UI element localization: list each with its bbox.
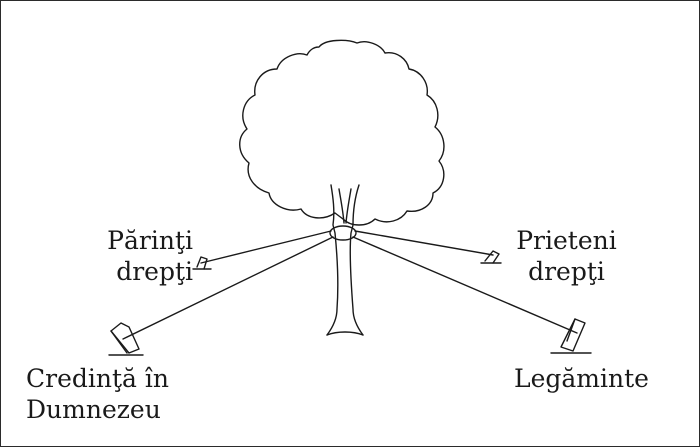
label-faith-line-2: Dumnezeu — [26, 395, 161, 424]
label-friends: Prieteni drepţi — [514, 225, 619, 287]
tree-trunk-base — [326, 331, 364, 336]
stake-faith — [108, 322, 144, 356]
label-parents-line-1: Părinţi — [107, 226, 193, 255]
tree-trunk-left — [326, 184, 339, 336]
rope-vows — [352, 236, 578, 334]
tree-crown — [239, 39, 445, 226]
stake-parents — [192, 256, 212, 270]
label-faith: Credinţă în Dumnezeu — [26, 363, 186, 425]
label-friends-line-2: drepţi — [528, 257, 605, 286]
rope-parents — [200, 230, 332, 264]
label-vows: Legăminte — [514, 363, 649, 394]
label-parents: Părinţi drepţi — [81, 225, 193, 287]
tree-branch-right — [345, 188, 352, 224]
rope-friends — [354, 230, 494, 256]
tree-trunk-right — [349, 184, 364, 336]
label-parents-line-2: drepţi — [116, 257, 193, 286]
rope-faith — [122, 236, 334, 340]
stake-friends — [480, 250, 502, 264]
rope-knot — [329, 225, 357, 241]
label-friends-line-1: Prieteni — [516, 226, 617, 255]
tree-branch-left — [338, 188, 345, 224]
stake-vows — [550, 318, 592, 354]
label-vows-line-1: Legăminte — [514, 364, 649, 393]
label-faith-line-1: Credinţă în — [26, 364, 169, 393]
